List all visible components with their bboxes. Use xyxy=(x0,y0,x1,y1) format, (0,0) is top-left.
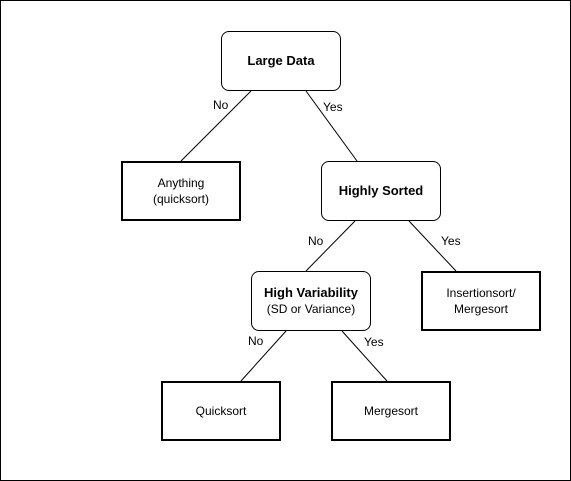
edge-highly-sorted-yes xyxy=(408,220,457,272)
edge-high-variability-no xyxy=(240,330,287,382)
node-highly-sorted-label: Highly Sorted xyxy=(338,183,424,198)
node-mergesort: Mergesort xyxy=(331,381,451,441)
edge-large-data-no xyxy=(180,90,252,162)
node-high-variability: High Variability (SD or Variance) xyxy=(251,271,371,331)
node-insertionsort: Insertionsort/ Mergesort xyxy=(421,271,541,331)
edge-high-variability-yes xyxy=(341,330,388,382)
node-large-data: Large Data xyxy=(221,31,341,91)
edge-large-data-yes xyxy=(305,90,358,162)
node-insertionsort-line1: Insertionsort/ xyxy=(446,286,516,300)
node-mergesort-label: Mergesort xyxy=(363,404,419,418)
edge-label-large-data-no: No xyxy=(213,98,229,112)
node-large-data-label: Large Data xyxy=(247,53,315,68)
node-quicksort: Quicksort xyxy=(161,381,281,441)
edge-label-highly-sorted-no: No xyxy=(308,234,324,248)
edge-highly-sorted-no xyxy=(305,220,356,272)
node-anything-line1: Anything xyxy=(157,176,205,190)
node-highly-sorted: Highly Sorted xyxy=(321,161,441,221)
node-anything-line2: (quicksort) xyxy=(152,192,209,206)
node-high-variability-label: High Variability xyxy=(264,285,358,300)
node-anything: Anything (quicksort) xyxy=(121,161,241,221)
edge-label-high-variability-no: No xyxy=(248,334,264,348)
edge-label-high-variability-yes: Yes xyxy=(364,335,384,349)
edge-label-highly-sorted-yes: Yes xyxy=(441,234,461,248)
edge-label-large-data-yes: Yes xyxy=(323,100,343,114)
node-insertionsort-line2: Mergesort xyxy=(453,302,509,316)
node-quicksort-label: Quicksort xyxy=(195,404,247,418)
node-high-variability-sub: (SD or Variance) xyxy=(266,302,356,316)
